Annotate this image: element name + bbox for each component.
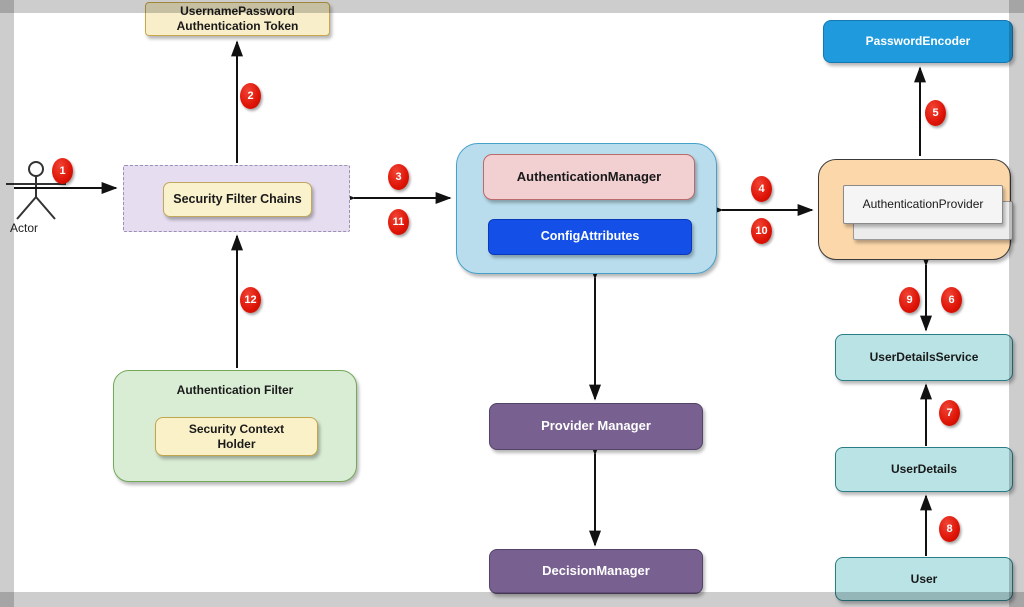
node-authentication-manager[interactable]: AuthenticationManager bbox=[483, 154, 695, 200]
node-provider-manager[interactable]: Provider Manager bbox=[489, 403, 703, 450]
step-badge-5[interactable]: 5 bbox=[925, 100, 946, 126]
step-badge-2[interactable]: 2 bbox=[240, 83, 261, 109]
node-user[interactable]: User bbox=[835, 557, 1013, 601]
token-label: UsernamePassword Authentication Token bbox=[176, 4, 299, 33]
step-badge-9[interactable]: 9 bbox=[899, 287, 920, 313]
authentication-provider-label: AuthenticationProvider bbox=[862, 197, 984, 211]
authentication-manager-label: AuthenticationManager bbox=[516, 168, 662, 184]
node-authentication-provider[interactable]: AuthenticationProvider bbox=[843, 185, 1003, 224]
node-security-context-holder[interactable]: Security Context Holder bbox=[155, 417, 318, 456]
step-badge-8[interactable]: 8 bbox=[939, 516, 960, 542]
security-context-holder-label: Security Context Holder bbox=[188, 421, 285, 451]
decision-manager-label: DecisionManager bbox=[542, 563, 650, 579]
security-filter-chains-label: Security Filter Chains bbox=[173, 191, 302, 206]
step-badge-3[interactable]: 3 bbox=[388, 164, 409, 190]
step-badge-12[interactable]: 12 bbox=[240, 287, 261, 313]
node-user-details-service[interactable]: UserDetailsService bbox=[835, 334, 1013, 381]
provider-manager-label: Provider Manager bbox=[541, 418, 651, 434]
node-user-details[interactable]: UserDetails bbox=[835, 447, 1013, 492]
step-badge-4[interactable]: 4 bbox=[751, 176, 772, 202]
step-badge-11[interactable]: 11 bbox=[388, 209, 409, 235]
user-details-label: UserDetails bbox=[890, 462, 958, 476]
step-badge-10[interactable]: 10 bbox=[751, 218, 772, 244]
step-badge-6[interactable]: 6 bbox=[941, 287, 962, 313]
node-username-password-authentication-token[interactable]: UsernamePassword Authentication Token bbox=[145, 2, 330, 36]
config-attributes-label: ConfigAttributes bbox=[540, 229, 640, 244]
step-badge-1[interactable]: 1 bbox=[52, 158, 73, 184]
user-label: User bbox=[910, 571, 938, 586]
node-decision-manager[interactable]: DecisionManager bbox=[489, 549, 703, 594]
actor-label: Actor bbox=[10, 221, 39, 235]
password-encoder-label: PasswordEncoder bbox=[865, 34, 971, 48]
step-badge-7[interactable]: 7 bbox=[939, 400, 960, 426]
authentication-filter-label: Authentication Filter bbox=[176, 383, 294, 397]
user-details-service-label: UserDetailsService bbox=[869, 350, 979, 364]
node-security-filter-chains[interactable]: Security Filter Chains bbox=[163, 182, 312, 217]
node-password-encoder[interactable]: PasswordEncoder bbox=[823, 20, 1013, 63]
node-config-attributes[interactable]: ConfigAttributes bbox=[488, 219, 692, 255]
actor-figure[interactable] bbox=[6, 161, 66, 220]
